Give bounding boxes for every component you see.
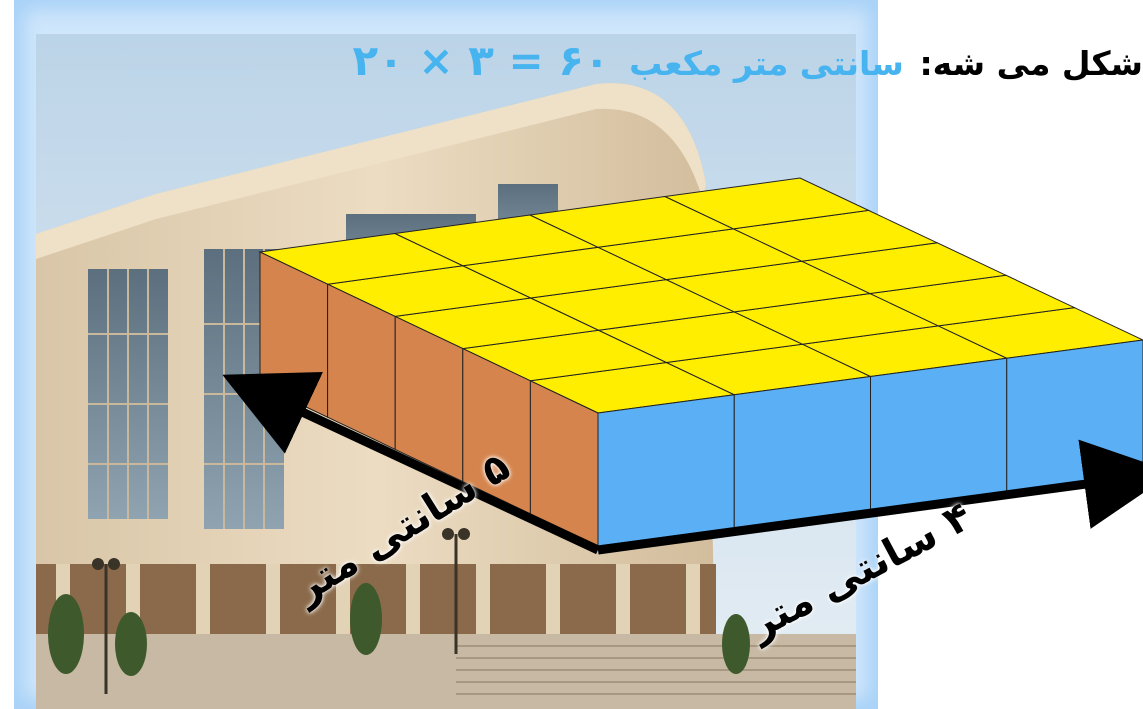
side-face <box>259 251 599 547</box>
front-cube-face <box>733 375 871 529</box>
width-arrow <box>222 372 600 555</box>
top-face <box>258 177 1143 414</box>
front-cube-face <box>1006 339 1143 492</box>
top-cube-face <box>663 177 871 230</box>
dimension-arrows <box>222 372 1143 555</box>
volume-equation: ۶۰ = ۳ × ۲۰ <box>352 36 610 85</box>
volume-unit-text: سانتی متر مکعب <box>629 44 904 83</box>
front-cube-face <box>597 394 735 547</box>
length-arrow <box>597 439 1143 555</box>
title-line: شکل می شه: سانتی متر مکعب ۶۰ = ۳ × ۲۰ <box>353 36 1143 96</box>
title-prefix: شکل می شه: <box>919 44 1143 83</box>
front-face <box>597 339 1143 547</box>
front-cube-face <box>870 357 1008 511</box>
